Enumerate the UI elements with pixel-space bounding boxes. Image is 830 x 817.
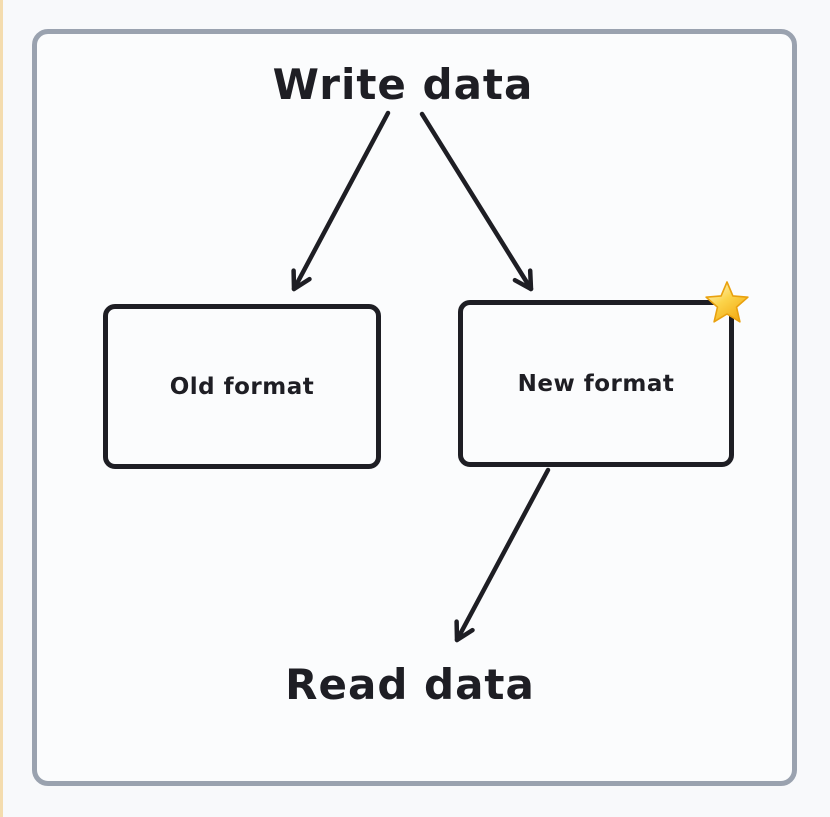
star-icon xyxy=(705,281,749,323)
title-read-data: Read data xyxy=(285,660,535,709)
node-old-format: Old format xyxy=(103,304,381,469)
node-new-format: New format xyxy=(458,300,734,467)
title-write-data: Write data xyxy=(272,60,534,109)
node-old-format-label: Old format xyxy=(169,373,315,400)
left-edge-strip xyxy=(0,0,3,817)
node-new-format-label: New format xyxy=(517,370,675,397)
